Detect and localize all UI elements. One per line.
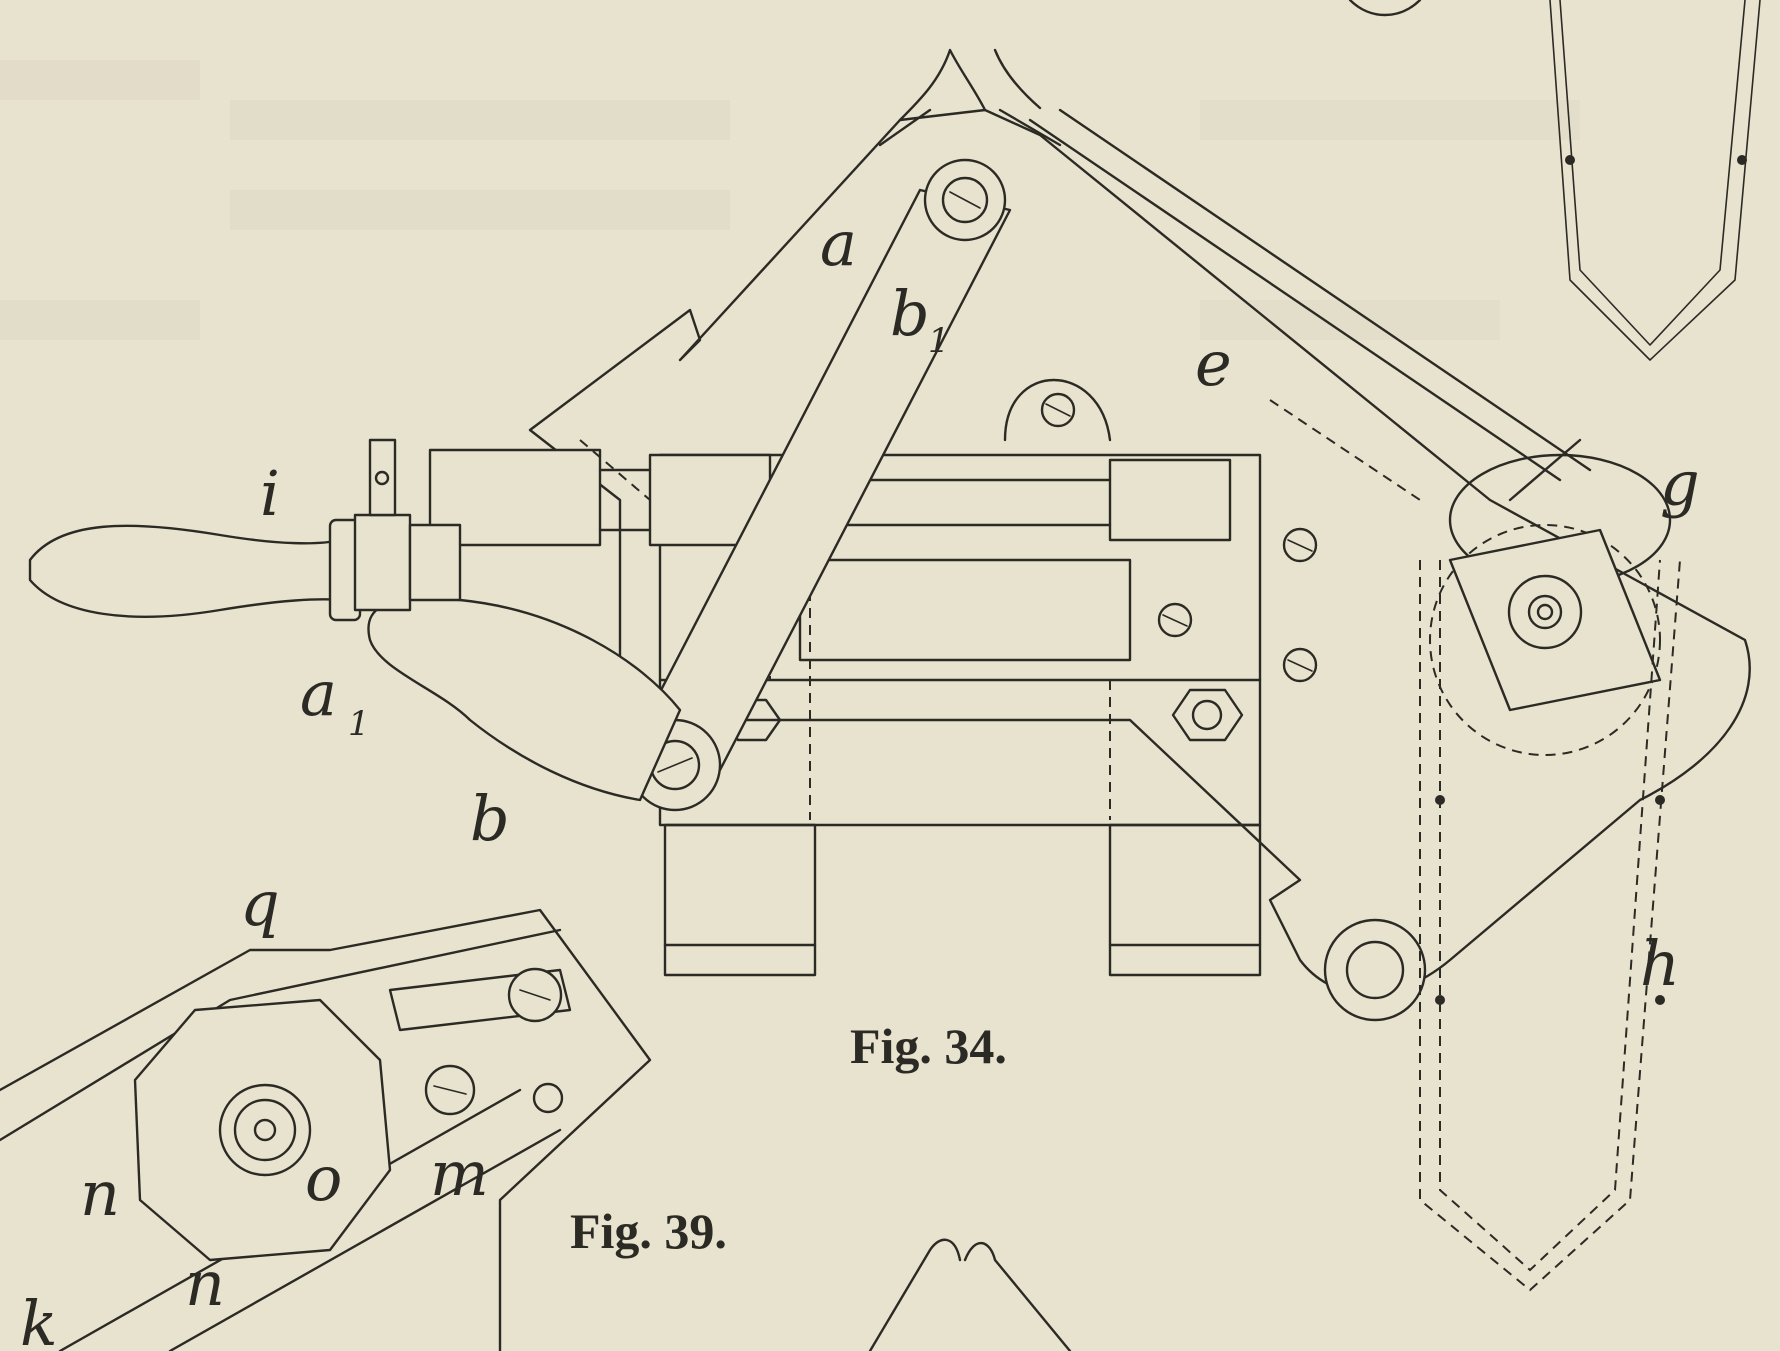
octagon-o — [133, 998, 392, 1262]
shaft-right-block — [1108, 458, 1232, 542]
leg-left — [663, 823, 817, 977]
caption-fig34: Fig. 34. — [850, 1018, 1007, 1074]
bleed-through-background — [0, 60, 1580, 340]
base-plate — [528, 108, 1751, 995]
label-b: b — [470, 782, 510, 855]
label-b1: b — [890, 277, 930, 350]
label-o: o — [305, 1142, 342, 1215]
label-b1-sub: 1 — [928, 321, 950, 361]
label-n-lower: n — [185, 1247, 225, 1320]
label-a1: a — [300, 657, 337, 730]
chain-belt-h — [1419, 559, 1681, 1292]
main-frame — [658, 453, 1262, 827]
label-i: i — [260, 457, 280, 530]
hex-nut — [1171, 688, 1244, 742]
labels: a b 1 e g i a 1 b h q n o m n k — [20, 207, 1700, 1351]
label-k: k — [20, 1287, 58, 1351]
fig34-machine — [28, 48, 1751, 1022]
frame-screws — [1157, 527, 1318, 683]
caption-fig39: Fig. 39. — [570, 1203, 727, 1259]
label-q: q — [240, 867, 280, 940]
handle-i — [28, 438, 462, 622]
fig39-machine — [0, 908, 1072, 1351]
label-a1-sub: 1 — [348, 704, 370, 744]
label-e: e — [1195, 327, 1232, 400]
label-n-upper: n — [80, 1157, 120, 1230]
top-fork — [878, 48, 1062, 147]
boss-lower — [1323, 918, 1427, 1022]
top-partial-ring — [1348, 0, 1422, 17]
label-a: a — [820, 207, 857, 280]
chain-top-right — [1549, 0, 1761, 361]
wheel-g — [1429, 453, 1672, 756]
lever-b — [367, 597, 682, 802]
leg-right — [1108, 823, 1262, 977]
label-m: m — [430, 1137, 489, 1210]
inner-window — [798, 558, 1132, 662]
label-h: h — [1640, 927, 1680, 1000]
arm-e — [1028, 108, 1592, 502]
top-ear — [1003, 378, 1112, 442]
label-g: g — [1660, 447, 1700, 520]
